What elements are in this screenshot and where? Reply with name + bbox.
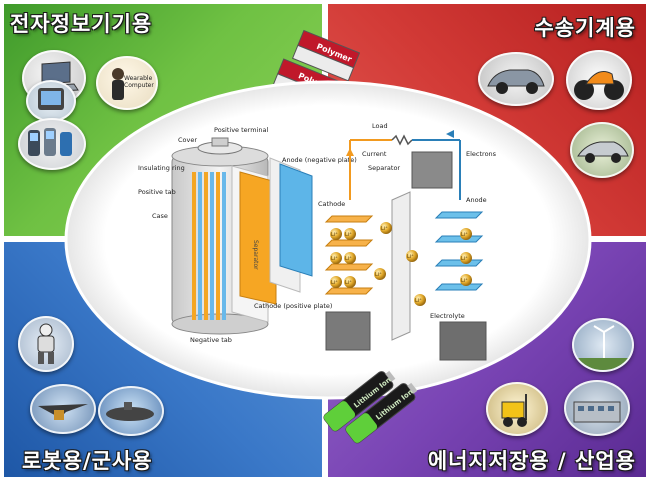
label-robot-military: 로봇용/군사용 xyxy=(22,449,153,473)
positive-terminal xyxy=(211,137,229,147)
hybrid-car-icon xyxy=(577,141,629,163)
cylindrical-cell-diagram: Separator Cover Positive terminal Insula… xyxy=(138,126,357,344)
label-energy-industrial: 에너지저장용 / 산업용 xyxy=(427,449,636,473)
label-electrolyte: Electrolyte xyxy=(430,312,465,320)
separator-text-left: Separator xyxy=(252,240,259,270)
forklift-thumbnail xyxy=(486,382,548,436)
cathode-plates xyxy=(324,215,374,295)
windfarm-thumbnail xyxy=(572,318,634,372)
label-electronics: 전자정보기기용 xyxy=(10,12,153,36)
forklift-icon xyxy=(501,394,527,427)
label-cathode-plate: Cathode (positive plate) xyxy=(254,302,332,310)
label-current: Current xyxy=(362,150,387,158)
car-thumbnail xyxy=(478,52,554,106)
electrolyte-micrograph xyxy=(439,321,487,361)
label-case: Case xyxy=(152,212,168,220)
separator-membrane xyxy=(391,191,411,341)
anode-sheet xyxy=(279,163,313,277)
label-electrons: Electrons xyxy=(466,150,497,158)
hybrid-car-thumbnail xyxy=(570,122,634,178)
wearable-caption: Wearable Computer xyxy=(124,75,154,89)
submarine-icon xyxy=(106,402,154,421)
factory-thumbnail xyxy=(564,380,630,436)
label-load: Load xyxy=(372,122,388,130)
scooter-icon xyxy=(574,71,624,100)
pda-icon xyxy=(38,88,64,110)
scooter-thumbnail xyxy=(566,50,632,110)
label-cathode: Cathode xyxy=(318,200,345,208)
li-ion-label-13: Li⁺ xyxy=(461,278,468,284)
humanoid-robot-icon xyxy=(37,323,55,364)
label-separator: Separator xyxy=(368,164,400,172)
drone-thumbnail xyxy=(30,384,96,434)
li-ion-label-8: Li⁺ xyxy=(375,272,382,278)
wearable-person-icon xyxy=(112,68,124,100)
electric-car-icon xyxy=(487,69,545,94)
li-ion-label-11: Li⁺ xyxy=(461,232,468,238)
cathode-layer xyxy=(192,172,196,320)
li-ion-label-6: Li⁺ xyxy=(345,280,352,286)
anode-micrograph xyxy=(411,151,453,189)
label-cover: Cover xyxy=(178,136,197,144)
li-ion-label-3: Li⁺ xyxy=(331,256,338,262)
label-positive-terminal: Positive terminal xyxy=(214,126,268,134)
label-negative-tab: Negative tab xyxy=(190,336,232,344)
label-insulating-ring: Insulating ring xyxy=(138,164,185,172)
military-drone-icon xyxy=(38,404,88,420)
handheld-thumbnail xyxy=(26,80,76,122)
cathode-micrograph xyxy=(325,311,371,351)
load-resistor xyxy=(391,134,413,146)
label-positive-tab: Positive tab xyxy=(138,188,176,196)
center-ellipse xyxy=(64,80,592,400)
factory-building-icon xyxy=(573,401,621,423)
li-ion-label-1: Li⁺ xyxy=(331,232,338,238)
phones-thumbnail xyxy=(18,118,86,170)
electron-arrow xyxy=(446,130,454,138)
wearable-thumbnail: Wearable Computer xyxy=(96,56,158,110)
mobile-phones-icon xyxy=(28,128,72,156)
current-arrow xyxy=(346,148,354,156)
li-ions: Li⁺ Li⁺ Li⁺ Li⁺ Li⁺ Li⁺ Li⁺ Li⁺ Li⁺ Li⁺ … xyxy=(330,222,472,306)
li-ion-label-4: Li⁺ xyxy=(345,256,352,262)
li-ion-label-2: Li⁺ xyxy=(345,232,352,238)
li-ion-label-10: Li⁺ xyxy=(415,298,422,304)
aa-batteries: Lithium Ion Lithium Ion xyxy=(323,370,418,444)
li-ion-label-9: Li⁺ xyxy=(407,254,414,260)
submarine-thumbnail xyxy=(98,386,164,436)
li-ion-label-7: Li⁺ xyxy=(381,226,388,232)
cathode-sheet xyxy=(239,171,277,305)
label-transport: 수송기계용 xyxy=(534,16,636,40)
li-ion-label-12: Li⁺ xyxy=(461,256,468,262)
label-anode-plate: Anode (negative plate) xyxy=(282,156,357,164)
li-ion-label-5: Li⁺ xyxy=(331,280,338,286)
robot-thumbnail xyxy=(18,316,74,372)
ion-transport-diagram: Load Current Electrons Separator Cathode… xyxy=(318,122,497,361)
label-anode: Anode xyxy=(466,196,487,204)
